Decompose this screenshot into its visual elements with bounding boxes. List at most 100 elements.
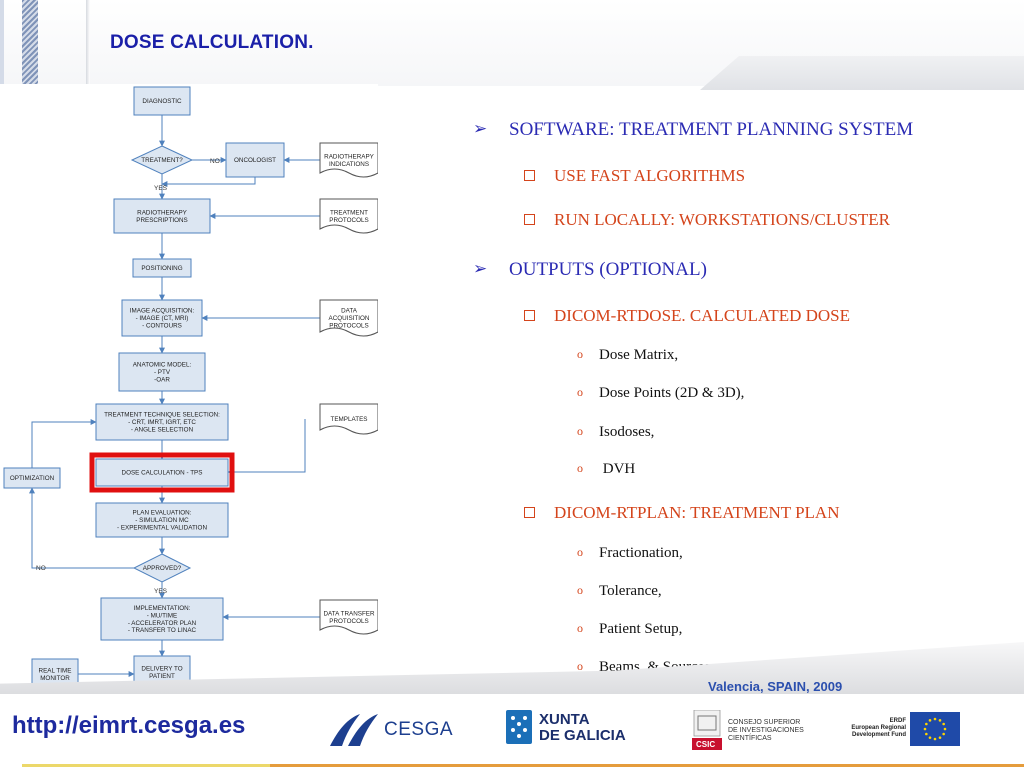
flow-node-shape [130, 145, 194, 175]
flow-node-shape [319, 142, 378, 178]
eu-star-icon [933, 737, 937, 741]
sub-bullet: o DVH [577, 461, 636, 478]
flow-node-shape [100, 597, 224, 641]
arrow-bullet-icon: ➢ [473, 259, 488, 278]
flow-node-label: IMAGE ACQUISITION: [130, 308, 195, 315]
flow-node-label: RADIOTHERAPY [324, 153, 374, 160]
flow-node-shape [95, 403, 229, 441]
flow-node-shape [319, 403, 378, 435]
flow-node-label: REAL TIME [39, 667, 72, 674]
flow-node-implementation: IMPLEMENTATION:- MU/TIME- ACCELERATOR PL… [100, 597, 224, 641]
circle-bullet-icon: o [577, 461, 583, 475]
bullet-outputs: ➢ OUTPUTS (OPTIONAL) [473, 259, 707, 281]
flow-node-shape [225, 142, 285, 178]
title-accent-bar [0, 0, 4, 86]
square-bullet-icon [524, 507, 535, 518]
eu-star-icon [938, 719, 942, 722]
flow-node-label: TEMPLATES [331, 416, 368, 423]
erdf-eu-logo: ERDF European Regional Development Fund [851, 712, 964, 748]
sub-bullet-text: Dose Matrix, [599, 347, 679, 363]
title-swoosh-decoration [700, 56, 1024, 90]
erdf-line3: Development Fund [851, 732, 906, 738]
flow-node-approved: APPROVED? [132, 553, 192, 583]
flowchart-edge-labels: NO YES NO YES [36, 158, 220, 595]
flow-node-label: - ANGLE SELECTION [131, 426, 194, 433]
flow-node-label: - CRT, IMRT, IGRT, ETC [128, 419, 196, 426]
eu-star-icon [928, 719, 932, 722]
flow-node-label: - CONTOURS [142, 322, 182, 329]
eu-star-icon [925, 722, 928, 726]
sub-bullet: o Dose Matrix, [577, 347, 679, 364]
flow-node-label: - SIMULATION MC [135, 517, 189, 524]
flow-node-label: MONITOR [40, 675, 70, 682]
bullet-dicom-rtdose: DICOM-RTDOSE. CALCULATED DOSE [524, 306, 851, 326]
flow-node-label: DELIVERY TO [141, 665, 182, 672]
flow-node-label: PRESCRIPTIONS [136, 217, 187, 224]
cesga-mark-icon [330, 714, 378, 746]
flow-node-label: PROTOCOLS [329, 618, 368, 625]
sub-bullet-text: DVH [599, 461, 636, 477]
sub-bullet-text: Fractionation, [599, 545, 683, 561]
flow-node-shape [319, 299, 378, 337]
flow-node-shape [95, 502, 229, 538]
flow-node-label: - PTV [154, 369, 171, 376]
flow-node-label: - ACCELERATOR PLAN [128, 620, 197, 627]
flow-node-shape [118, 352, 206, 392]
flow-node-label: PATIENT [149, 673, 175, 680]
circle-bullet-icon: o [577, 347, 583, 361]
flow-node-diagnostic: DIAGNOSTIC [133, 86, 191, 116]
project-url-link[interactable]: http://eimrt.cesga.es [12, 712, 246, 739]
eu-star-icon [942, 722, 945, 726]
edge-label-yes-prescriptions: YES [154, 185, 168, 192]
flow-node-positioning: POSITIONING [132, 258, 192, 278]
csic-logo: CSIC CONSEJO SUPERIOR DE INVESTIGACIONES… [692, 709, 832, 750]
flow-node-treatment: TREATMENT? [130, 145, 194, 175]
bullet-fast-algorithms: USE FAST ALGORITHMS [524, 166, 745, 186]
eu-star-icon [933, 717, 937, 721]
bullet-dicom-rtplan: DICOM-RTPLAN: TREATMENT PLAN [524, 503, 839, 523]
flow-node-label: RADIOTHERAPY [137, 209, 187, 216]
csic-name-line1: CONSEJO SUPERIOR [728, 719, 801, 726]
square-bullet-icon [524, 170, 535, 181]
cesga-wordmark: CESGA [384, 719, 454, 740]
sub-bullet: o Patient Setup, [577, 621, 682, 638]
edge-label-no-oncologist: NO [210, 158, 220, 165]
flow-node-shape [3, 467, 61, 489]
flow-node-label: TREATMENT? [141, 157, 183, 164]
flowchart-nodes: DIAGNOSTICTREATMENT?ONCOLOGISTRADIOTHERA… [3, 86, 378, 690]
page-title: DOSE CALCULATION. [110, 32, 314, 53]
bullet-text: DICOM-RTDOSE. CALCULATED DOSE [554, 306, 851, 325]
flow-node-label: OPTIMIZATION [10, 475, 55, 482]
eu-star-icon [928, 736, 932, 739]
bullet-text: SOFTWARE: TREATMENT PLANNING SYSTEM [509, 119, 914, 140]
flow-node-label: DATA [341, 308, 358, 315]
flow-node-label: - TRANSFER TO LINAC [128, 627, 197, 634]
xunta-galicia-logo: XUNTA DE GALICIA [506, 710, 626, 750]
sub-bullet: o Fractionation, [577, 545, 683, 562]
circle-bullet-icon: o [577, 545, 583, 559]
flow-node-label: - EXPERIMENTAL VALIDATION [117, 524, 207, 531]
square-bullet-icon [524, 214, 535, 225]
flow-node-label: TREATMENT TECHNIQUE SELECTION: [104, 412, 220, 419]
title-shadow [86, 0, 90, 86]
flow-node-label: - IMAGE (CT, MRI) [136, 315, 189, 322]
erdf-line2: European Regional [851, 725, 906, 731]
flow-node-label: ANATOMIC MODEL: [133, 362, 192, 369]
flow-node-image-acquisition: IMAGE ACQUISITION:- IMAGE (CT, MRI)- CON… [121, 299, 203, 337]
xunta-wordmark-line2: DE GALICIA [539, 727, 626, 744]
csic-name-line3: CIENTÍFICAS [728, 735, 772, 742]
sub-bullet-text: Isodoses, [599, 424, 655, 440]
flow-node-shape [121, 299, 203, 337]
flow-connector-arrow [29, 487, 134, 569]
circle-bullet-icon: o [577, 424, 583, 438]
circle-bullet-icon: o [577, 385, 583, 399]
cesga-logo: CESGA [326, 710, 456, 750]
flow-node-optimization: OPTIMIZATION [3, 467, 61, 489]
title-stripe-decoration [22, 0, 38, 86]
flow-node-label: PROTOCOLS [329, 322, 368, 329]
flow-node-label: DIAGNOSTIC [142, 98, 182, 105]
circle-bullet-icon: o [577, 659, 583, 673]
